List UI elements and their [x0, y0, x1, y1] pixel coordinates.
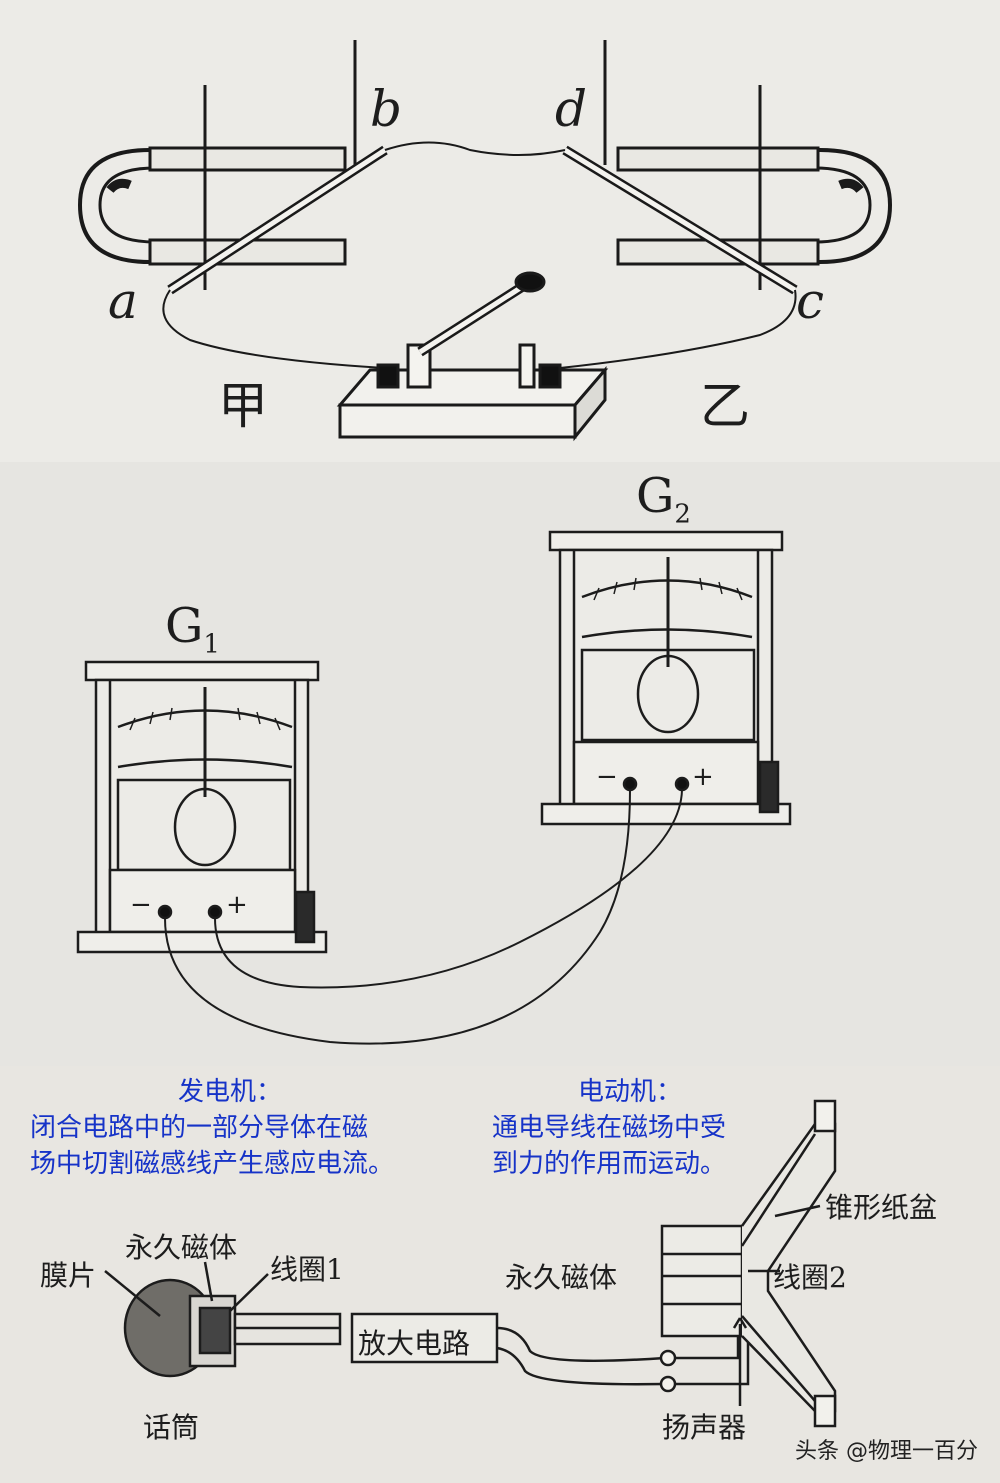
g2-minus: − [596, 762, 618, 792]
generator-title: 发电机： [178, 1077, 283, 1107]
magnets-diagram [77, 40, 893, 442]
label-microphone: 话筒 [143, 1411, 200, 1444]
label-b: b [370, 80, 403, 138]
label-cone: 锥形纸盆 [825, 1191, 938, 1224]
watermark: 头条 @物理一百分 [795, 1439, 978, 1464]
panel-microphone-speaker: 发电机： 闭合电路中的一部分导体在磁 场中切割磁感线产生感应电流。 电动机： 通… [0, 1066, 1000, 1483]
label-a: a [108, 272, 138, 330]
g1-plus: + [226, 890, 248, 920]
g2-plus: + [692, 762, 714, 792]
panel-galvanometers: G1 G2 − + − + [0, 462, 1000, 1066]
label-g2-sub: 2 [674, 499, 691, 530]
label-d: d [555, 80, 588, 138]
mic-speaker-diagram [104, 1099, 837, 1428]
generator-line1: 闭合电路中的一部分导体在磁 [30, 1113, 369, 1143]
label-diaphragm: 膜片 [40, 1259, 97, 1292]
g1-minus: − [130, 890, 152, 920]
label-coil2: 线圈2 [773, 1261, 847, 1294]
label-g1: G1 [165, 598, 220, 660]
label-speaker: 扬声器 [662, 1411, 747, 1444]
label-permanent-magnet-left: 永久磁体 [125, 1231, 238, 1264]
label-c: c [796, 272, 825, 330]
label-permanent-magnet-right: 永久磁体 [505, 1261, 618, 1294]
motor-title: 电动机： [578, 1077, 683, 1107]
panel-magnets-switch: a b c d 甲 乙 [0, 0, 1000, 462]
motor-line2: 到力的作用而运动。 [492, 1149, 727, 1179]
label-g2-letter: G [636, 468, 675, 524]
label-g1-letter: G [165, 598, 204, 654]
label-g1-sub: 1 [203, 629, 220, 660]
label-coil1: 线圈1 [270, 1253, 344, 1286]
label-g2: G2 [636, 468, 691, 530]
motor-line1: 通电导线在磁场中受 [492, 1113, 727, 1143]
generator-line2: 场中切割磁感线产生感应电流。 [30, 1149, 395, 1179]
galvanometers-diagram [76, 530, 792, 1045]
label-yi: 乙 [700, 377, 750, 435]
label-amplifier: 放大电路 [358, 1327, 471, 1360]
label-jia: 甲 [218, 377, 268, 435]
